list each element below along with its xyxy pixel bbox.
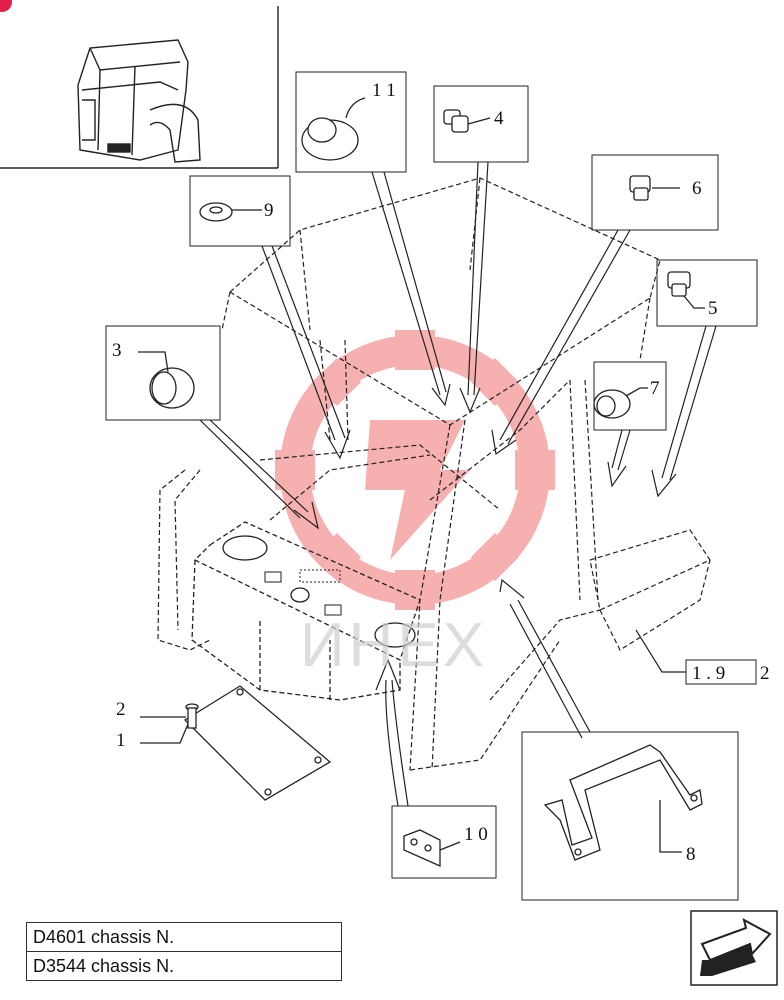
callout-box-6	[591, 154, 719, 231]
callout-box-9	[189, 175, 291, 247]
cover-plate-1-icon	[140, 685, 332, 801]
table-row: D3544 chassis N.	[26, 951, 342, 981]
callout-label-5: 5	[708, 298, 718, 319]
callout-label-11: 1 1	[372, 80, 396, 101]
watermark-text: ИНЕХ	[300, 611, 489, 680]
callout-label-10: 1 0	[464, 824, 488, 845]
screw-2-icon	[140, 703, 199, 729]
reference-suffix-label: 2	[760, 663, 770, 684]
dashboard-panel	[191, 521, 421, 701]
callout-label-8: 8	[686, 844, 696, 865]
plug-4-icon	[443, 109, 491, 133]
corner-marker-icon	[0, 0, 12, 12]
callout-box-4	[433, 85, 529, 163]
plug-5-icon	[667, 271, 705, 309]
grommet-7-icon	[593, 387, 648, 419]
callout-box-3	[105, 325, 221, 421]
callout-box-10	[391, 805, 497, 879]
callout-label-4: 4	[494, 108, 504, 129]
callout-box-8	[521, 731, 739, 901]
callout-box-5	[656, 259, 758, 327]
callout-label-1: 1	[116, 730, 126, 751]
callout-label-2: 2	[116, 699, 126, 720]
watermark-gear-icon	[275, 330, 555, 610]
plug-6-icon	[629, 175, 680, 201]
leader-arrows	[199, 161, 717, 807]
chassis-info-table: D4601 chassis N. D3544 chassis N.	[26, 922, 342, 981]
next-page-arrow-icon	[700, 918, 772, 976]
reference-boxed-label: 1 . 9	[692, 663, 725, 684]
callout-label-7: 7	[650, 378, 660, 399]
table-cell: D4601 chassis N.	[26, 922, 342, 952]
washer-9-icon	[199, 202, 262, 222]
part-glyphs	[138, 97, 705, 868]
grommet-3-icon	[138, 351, 195, 409]
callout-label-9: 9	[264, 200, 274, 221]
clip-10-icon	[403, 829, 461, 868]
next-page-button[interactable]	[690, 910, 778, 986]
table-cell: D3544 chassis N.	[26, 951, 342, 981]
callout-label-6: 6	[692, 178, 702, 199]
bracket-8-icon	[543, 744, 703, 861]
grommet-11-icon	[301, 97, 366, 161]
callout-label-3: 3	[112, 340, 122, 361]
callout-box-11	[295, 71, 407, 173]
table-row: D4601 chassis N.	[26, 922, 342, 952]
tractor-cab-thumbnail	[0, 6, 279, 169]
